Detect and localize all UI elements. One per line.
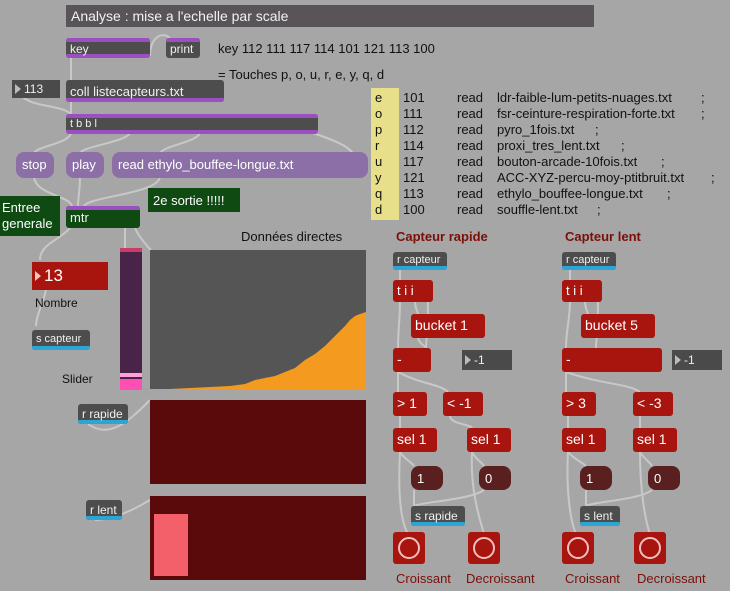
patch-title: Analyse : mise a l'echelle par scale [66,5,594,27]
table-row: r 114 read proxi_tres_lent.txt ; [375,138,625,153]
multislider-direct-data[interactable] [150,250,366,390]
nombre-number-box[interactable]: 13 [32,262,108,290]
entree-generale-comment: Entree generale [0,196,60,236]
rapide-send[interactable]: s rapide [411,506,465,526]
lent-receive-capteur[interactable]: r capteur [562,252,616,270]
rapide-decroissant-toggle[interactable] [468,532,500,564]
nombre-label: Nombre [35,296,78,310]
lent-message-1[interactable]: 1 [580,466,612,490]
rapide-decroissant-label: Decroissant [466,571,535,586]
rapide-trigger-tii[interactable]: t i i [393,280,433,302]
play-message[interactable]: play [66,152,104,178]
lent-bucket[interactable]: bucket 5 [581,314,655,338]
rapide-select-1[interactable]: sel 1 [393,428,437,452]
rapide-minus[interactable]: - [393,348,431,372]
lent-greater[interactable]: > 3 [562,392,596,416]
table-row: y 121 read ACC-XYZ-percu-moy-ptitbruit.t… [375,170,715,185]
sortie-comment: 2e sortie !!!!! [148,188,240,212]
touches-comment: = Touches p, o, u, r, e, y, q, d [218,67,385,82]
lent-send[interactable]: s lent [580,506,620,526]
slider[interactable] [120,248,142,390]
rapide-select-2[interactable]: sel 1 [467,428,511,452]
receive-rapide[interactable]: r rapide [78,404,128,424]
key-object[interactable]: key [66,38,150,58]
lent-bar [154,514,188,576]
coll-object[interactable]: coll listecapteurs.txt [66,80,224,102]
lent-decroissant-toggle[interactable] [634,532,666,564]
capteur-lent-header: Capteur lent [565,229,641,244]
rapide-croissant-label: Croissant [396,571,451,586]
send-capteur[interactable]: s capteur [32,330,90,350]
key-letters-column [371,88,399,220]
lent-select-2[interactable]: sel 1 [633,428,677,452]
triangle-icon [15,84,21,94]
trigger-tbbl[interactable]: t b b l [66,114,318,134]
slider-knob[interactable] [120,373,142,377]
lent-less[interactable]: < -3 [633,392,673,416]
read-file-message[interactable]: read ethylo_bouffee-longue.txt [112,152,368,178]
receive-lent[interactable]: r lent [86,500,122,520]
rapide-less[interactable]: < -1 [443,392,483,416]
lent-message-0[interactable]: 0 [648,466,680,490]
slider-label: Slider [62,372,93,386]
lent-croissant-label: Croissant [565,571,620,586]
stop-message[interactable]: stop [16,152,54,178]
rapide-greater[interactable]: > 1 [393,392,427,416]
key-mapping-table: e 101 read ldr-faible-lum-petits-nuages.… [371,90,730,220]
triangle-icon [35,271,41,281]
rapide-croissant-toggle[interactable] [393,532,425,564]
table-row: d 100 read souffle-lent.txt ; [375,202,601,217]
rapide-diff-number[interactable]: -1 [462,350,512,370]
lent-minus[interactable]: - [562,348,662,372]
triangle-icon [675,355,681,365]
lent-diff-number[interactable]: -1 [672,350,722,370]
circle-icon [473,537,495,559]
direct-data-waveform [150,312,366,390]
lent-select-1[interactable]: sel 1 [562,428,606,452]
orange-data-area [150,312,366,390]
rapide-receive-capteur[interactable]: r capteur [393,252,447,270]
print-object[interactable]: print [166,38,200,58]
circle-icon [567,537,589,559]
table-row: e 101 read ldr-faible-lum-petits-nuages.… [375,90,705,105]
lent-trigger-tii[interactable]: t i i [562,280,602,302]
donnees-directes-label: Données directes [241,229,343,244]
rapide-bucket[interactable]: bucket 1 [411,314,485,338]
number-113[interactable]: 113 [12,80,60,98]
rapide-display[interactable] [150,400,366,484]
rapide-message-0[interactable]: 0 [479,466,511,490]
table-row: o 111 read fsr-ceinture-respiration-fort… [375,106,705,121]
rapide-message-1[interactable]: 1 [411,466,443,490]
key-output-comment: key 112 111 117 114 101 121 113 100 [218,41,435,56]
table-row: q 113 read ethylo_bouffee-longue.txt ; [375,186,671,201]
capteur-rapide-header: Capteur rapide [396,229,488,244]
circle-icon [639,537,661,559]
slider-fill [120,379,142,390]
lent-display[interactable] [150,496,366,580]
lent-croissant-toggle[interactable] [562,532,594,564]
mtr-object[interactable]: mtr [66,206,140,228]
table-row: u 117 read bouton-arcade-10fois.txt ; [375,154,665,169]
circle-icon [398,537,420,559]
lent-decroissant-label: Decroissant [637,571,706,586]
table-row: p 112 read pyro_1fois.txt ; [375,122,599,137]
triangle-icon [465,355,471,365]
